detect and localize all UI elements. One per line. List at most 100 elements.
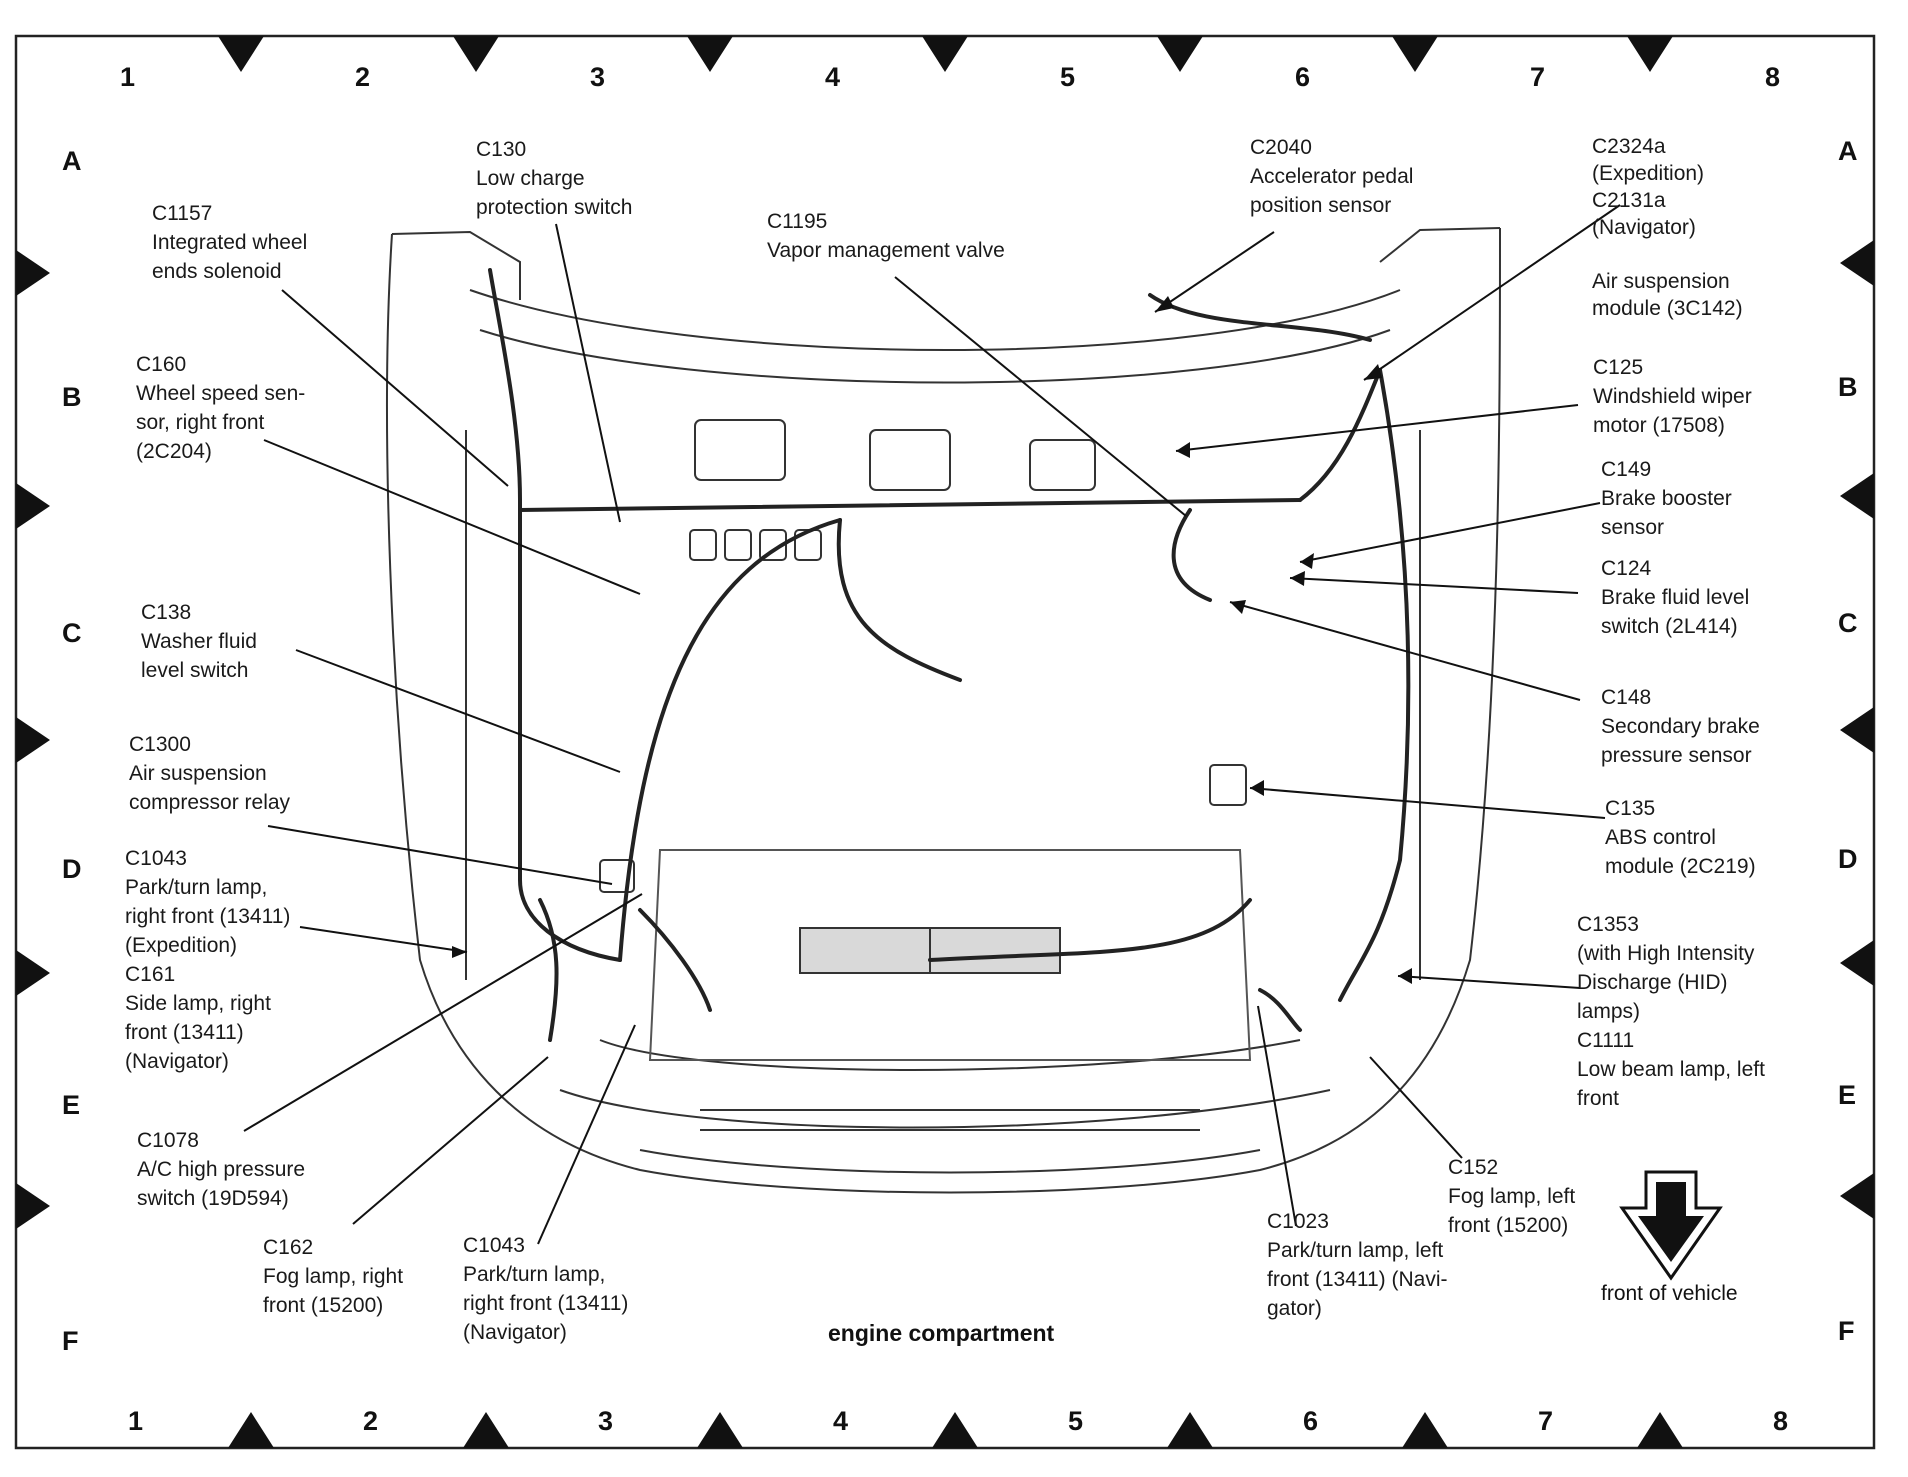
callout-line: (2C204)	[136, 440, 212, 463]
callout-line: motor (17508)	[1593, 414, 1725, 437]
callout-line: Brake booster	[1601, 487, 1732, 510]
callout-line: Side lamp, right	[125, 992, 271, 1015]
grid-column-label: 4	[825, 62, 841, 92]
callout-line: Fog lamp, right	[263, 1265, 404, 1288]
grid-column-label: 3	[598, 1406, 614, 1436]
grid-column-label: 8	[1765, 62, 1781, 92]
callout-line: C125	[1593, 356, 1644, 379]
callout-line: C1111	[1577, 1029, 1635, 1052]
callout-line: Park/turn lamp,	[463, 1263, 606, 1286]
grid-column-label: 5	[1060, 62, 1076, 92]
callout-line: Air suspension	[129, 762, 267, 785]
grid-row-label: A	[1838, 136, 1858, 166]
grid-column-label: 7	[1538, 1406, 1554, 1436]
callout-line: C152	[1448, 1156, 1499, 1179]
callout-line: C162	[263, 1236, 314, 1259]
callout-line: C160	[136, 353, 187, 376]
callout-line: C149	[1601, 458, 1652, 481]
callout-line: Fog lamp, left	[1448, 1185, 1576, 1208]
engine-components	[599, 419, 1252, 1061]
grid-row-label: E	[1838, 1080, 1857, 1110]
grid-column-label: 1	[128, 1406, 144, 1436]
grid-column-label: 1	[120, 62, 136, 92]
callout-line: position sensor	[1250, 194, 1392, 217]
callout-line: front (13411) (Navi-	[1267, 1268, 1448, 1291]
callout-line: Park/turn lamp, left	[1267, 1239, 1444, 1262]
grid-column-label: 3	[590, 62, 606, 92]
callout-line: (with High Intensity	[1577, 942, 1755, 965]
grid-row-label: C	[62, 618, 82, 648]
callout-line: ends solenoid	[152, 260, 282, 283]
grid-marker-triangles	[16, 36, 1874, 1448]
callout-line: front (15200)	[263, 1294, 384, 1317]
callout-line: C130	[476, 138, 527, 161]
callout-line	[1592, 241, 1743, 268]
callout-line: C1195	[767, 210, 828, 233]
callout-line: front (15200)	[1448, 1214, 1569, 1237]
callout-line: C2131a	[1592, 189, 1666, 212]
callout-line: (Expedition)	[1592, 162, 1705, 185]
callout-line: C148	[1601, 686, 1652, 709]
callout-line: (Navigator)	[463, 1321, 567, 1344]
leader-lines	[243, 204, 1621, 1245]
callout-line: sensor	[1601, 516, 1665, 539]
grid-row-label: E	[62, 1090, 81, 1120]
callout-line: Windshield wiper	[1593, 385, 1752, 408]
grid-column-label: 6	[1295, 62, 1311, 92]
callout-line: C1300	[129, 733, 191, 756]
grid-column-label: 2	[355, 62, 371, 92]
grid-row-label: D	[1838, 844, 1858, 874]
callout-line: (Navigator)	[1592, 216, 1696, 239]
callout-line: C1157	[152, 202, 213, 225]
grid-column-label: 5	[1068, 1406, 1084, 1436]
callout-line: Secondary brake	[1601, 715, 1760, 738]
grid-row-label: C	[1838, 608, 1858, 638]
callout-line: Vapor management valve	[767, 239, 1005, 262]
callout-line: Low beam lamp, left	[1577, 1058, 1765, 1081]
callout-c2324a: C2324a(Expedition)C2131a(Navigator) Air …	[1592, 133, 1743, 322]
diagram-title: engine compartment	[828, 1320, 1055, 1346]
callout-line: (Navigator)	[125, 1050, 229, 1073]
callout-line: module (2C219)	[1605, 855, 1756, 878]
callout-line: right front (13411)	[125, 905, 291, 928]
callout-line: sor, right front	[136, 411, 265, 434]
callout-line: Wheel speed sen-	[136, 382, 306, 405]
grid-row-label: F	[1838, 1316, 1855, 1346]
callout-line: C2040	[1250, 136, 1312, 159]
callout-line: compressor relay	[129, 791, 291, 814]
callout-line: Air suspension	[1592, 270, 1730, 293]
grid-column-label: 6	[1303, 1406, 1319, 1436]
grid-row-label: D	[62, 854, 82, 884]
callout-line: Integrated wheel	[152, 231, 308, 254]
front-of-vehicle-label: front of vehicle	[1601, 1282, 1738, 1305]
callout-line: C1043	[463, 1234, 525, 1257]
callout-line: right front (13411)	[463, 1292, 629, 1315]
callout-line: C135	[1605, 797, 1656, 820]
callout-line: switch (2L414)	[1601, 615, 1738, 638]
callout-line: ABS control	[1605, 826, 1716, 849]
callout-line: C138	[141, 601, 192, 624]
callout-line: C1043	[125, 847, 187, 870]
callout-line: level switch	[141, 659, 249, 682]
grid-column-label: 4	[833, 1406, 849, 1436]
callout-line: protection switch	[476, 196, 633, 219]
callout-line: front (13411)	[125, 1021, 244, 1044]
grid-row-label: F	[62, 1326, 79, 1356]
callout-line: front	[1577, 1087, 1620, 1110]
callout-line: C161	[125, 963, 176, 986]
